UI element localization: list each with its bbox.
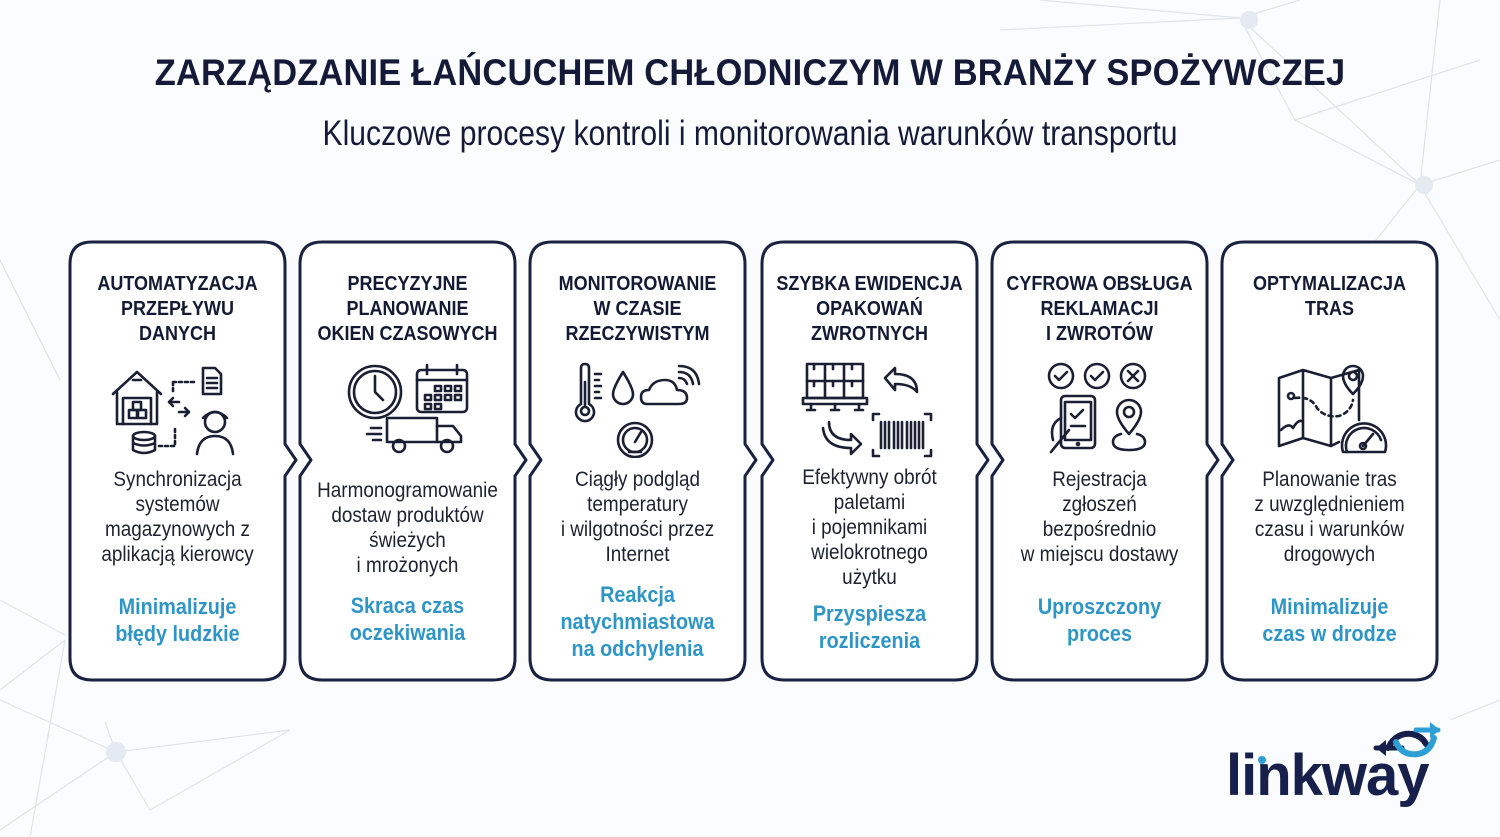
clock-calendar-truck-icon [347, 363, 469, 454]
thermometer-droplet-cloud-gauge-icon [574, 362, 701, 458]
card-title: OPTYMALIZACJA TRAS [1253, 273, 1406, 320]
card-benefit: Minimalizuje błędy ludzkie [115, 594, 240, 646]
card-title: PRECYZYJNE PLANOWANIE OKIEN CZASOWYCH [317, 273, 498, 345]
process-card-route-optimization: OPTYMALIZACJA TRAS Planowanie tras z uwz… [1222, 242, 1437, 680]
linkway-logo[interactable]: linkway [1226, 743, 1430, 808]
card-border-3 [528, 240, 758, 682]
card-title: MONITOROWANIE W CZASIE RZECZYWISTYM [558, 273, 717, 345]
card-border-2 [298, 240, 528, 682]
card-border-1 [68, 240, 298, 682]
process-card-returnable-packaging: SZYBKA EWIDENCJA OPAKOWAŃ ZWROTNYCH Efek… [762, 242, 977, 680]
map-route-speedometer-icon [1277, 364, 1388, 454]
card-description: Synchronizacja systemów magazynowych z a… [101, 468, 254, 566]
card-benefit: Minimalizuje czas w drodze [1262, 594, 1397, 646]
card-title: AUTOMATYZACJA PRZEPŁYWU DANYCH [97, 273, 258, 345]
pallet-return-arrows-barcode-icon [801, 362, 933, 458]
card-description: Planowanie tras z uwzględnieniem czasu i… [1254, 468, 1405, 566]
checks-tablet-location-icon [1047, 362, 1147, 454]
page-title: ZARZĄDZANIE ŁAŃCUCHEM CHŁODNICZYM W BRAN… [154, 52, 1346, 93]
process-card-digital-complaints: CYFROWA OBSŁUGA REKLAMACJI I ZWROTÓW Rej… [992, 242, 1207, 680]
swap-arrows-icon [1258, 722, 1441, 764]
card-title: CYFROWA OBSŁUGA REKLAMACJI I ZWROTÓW [1006, 273, 1193, 345]
card-border-6 [1220, 240, 1439, 682]
card-benefit: Reakcja natychmiastowa na odchylenia [560, 582, 715, 661]
card-border-5 [990, 240, 1220, 682]
warehouse-document-database-driver-icon [111, 366, 235, 456]
card-title: SZYBKA EWIDENCJA OPAKOWAŃ ZWROTNYCH [776, 273, 963, 345]
process-card-data-automation: AUTOMATYZACJA PRZEPŁYWU DANYCH Synchroni… [70, 242, 285, 680]
card-benefit: Skraca czas oczekiwania [349, 593, 466, 645]
card-benefit: Uproszczony proces [1037, 594, 1162, 646]
card-description: Rejestracja zgłoszeń bezpośrednio w miej… [1020, 468, 1179, 566]
card-benefit: Przyspiesza rozliczenia [812, 601, 927, 653]
card-border-4 [760, 240, 990, 682]
card-description: Efektywny obrót paletami i pojemnikami w… [802, 466, 937, 589]
process-card-time-window-planning: PRECYZYJNE PLANOWANIE OKIEN CZASOWYCH Ha… [300, 242, 515, 680]
card-description: Harmonogramowanie dostaw produktów śwież… [317, 479, 498, 577]
card-description: Ciągły podgląd temperatury i wilgotności… [560, 468, 715, 566]
page-subtitle: Kluczowe procesy kontroli i monitorowani… [322, 114, 1178, 153]
process-card-realtime-monitoring: MONITOROWANIE W CZASIE RZECZYWISTYM Ciąg… [530, 242, 745, 680]
